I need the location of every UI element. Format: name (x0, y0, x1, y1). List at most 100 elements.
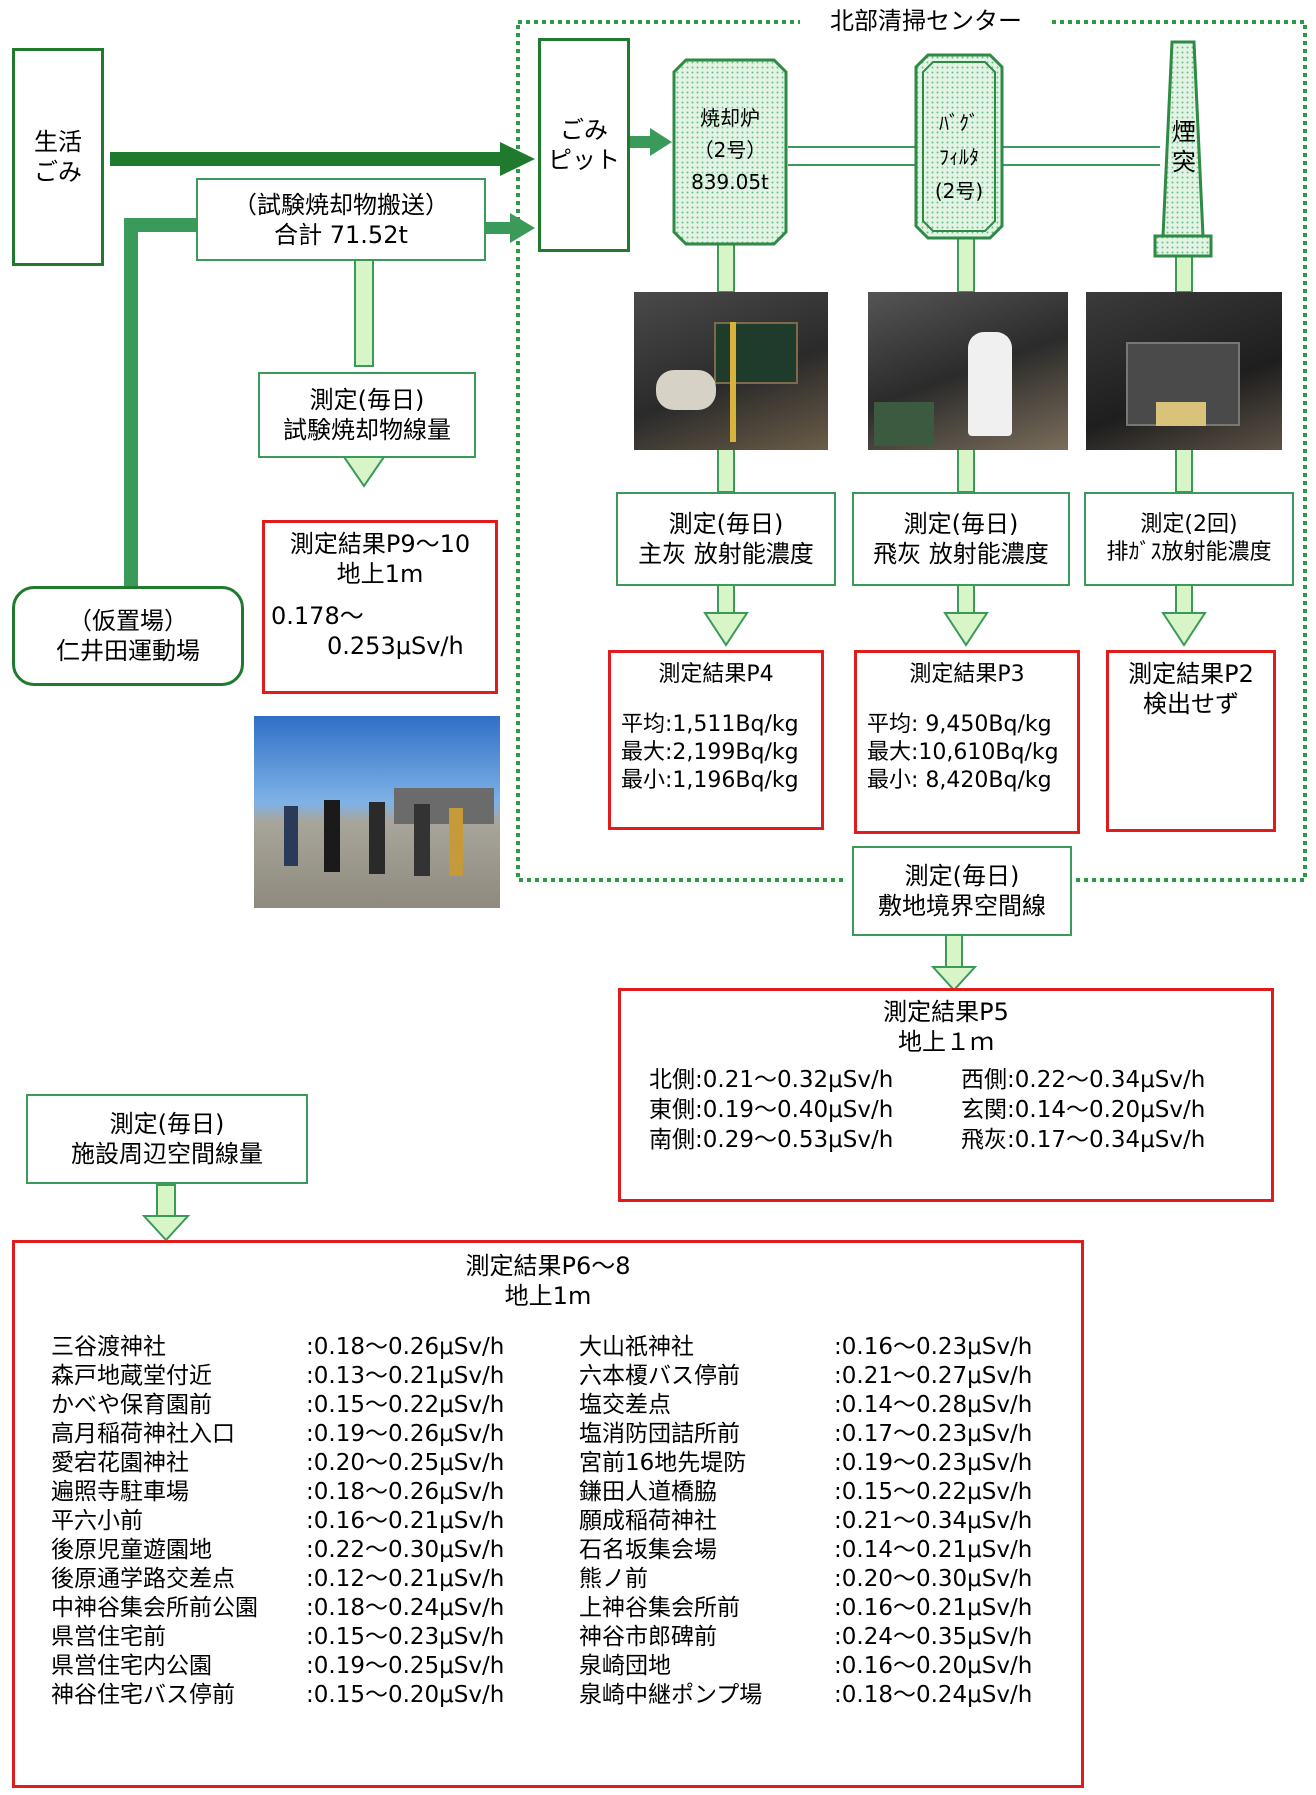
station-row: 愛宕花園神社:0.20～0.25μSv/h (51, 1449, 579, 1478)
result-p3-min: 最小: 8,420Bq/kg (867, 768, 1052, 793)
station-name: 後原通学路交差点 (51, 1566, 235, 1592)
center-title: 北部清掃センター (800, 6, 1052, 36)
station-row: 神谷住宅バス停前:0.15～0.20μSv/h (51, 1681, 579, 1710)
station-name: 県営住宅前 (51, 1624, 166, 1650)
station-row: 遍照寺駐車場:0.18～0.26μSv/h (51, 1478, 579, 1507)
station-name: 塩交差点 (579, 1392, 671, 1418)
station-dose-range: :0.21～0.27μSv/h (834, 1363, 1033, 1389)
station-dose-range: :0.15～0.22μSv/h (834, 1479, 1033, 1505)
station-dose-range: :0.14～0.28μSv/h (834, 1392, 1033, 1418)
station-dose-range: :0.21～0.34μSv/h (834, 1508, 1033, 1534)
result-p5-row: 南側:0.29～0.53μSv/h 飛灰:0.17～0.34μSv/h (649, 1125, 1271, 1155)
station-dose-range: :0.19～0.25μSv/h (306, 1653, 505, 1679)
station-row: 鎌田人道橋脇:0.15～0.22μSv/h (579, 1478, 1032, 1507)
measure-main-ash-line1: 測定(毎日) (668, 510, 784, 538)
center-enclosure (516, 20, 1307, 882)
living-garbage-line1: 生活 (34, 128, 82, 156)
result-incoming-title: 測定結果P9～10 (289, 530, 471, 558)
station-row: 後原児童遊園地 :0.22～0.30μSv/h (51, 1536, 579, 1565)
photo-exhaust-gas-sampling (1086, 292, 1282, 450)
station-row: 泉崎中継ポンプ場:0.18～0.24μSv/h (579, 1681, 1032, 1710)
station-name: 平六小前 (51, 1508, 143, 1534)
measure-gas-box: 測定(2回) 排ｶﾞｽ放射能濃度 (1084, 492, 1294, 586)
result-p5-cell: 玄関:0.14～0.20μSv/h (961, 1097, 1206, 1123)
station-name: 泉崎中継ポンプ場 (579, 1682, 763, 1708)
measure-boundary-line1: 測定(毎日) (904, 862, 1020, 890)
chimney-line1: 煙 (1172, 118, 1196, 146)
station-row: 願成稲荷神社 :0.21～0.34μSv/h (579, 1507, 1032, 1536)
station-row: 高月稲荷神社入口:0.19～0.26μSv/h (51, 1420, 579, 1449)
station-dose-range: :0.16～0.21μSv/h (306, 1508, 505, 1534)
measure-incoming-line2: 試験焼却物線量 (283, 416, 451, 444)
station-row: 塩消防団詰所前 :0.17～0.23μSv/h (579, 1420, 1032, 1449)
incinerator-line2: （2号） (693, 138, 767, 162)
photo-fly-ash-sampling (868, 292, 1068, 450)
station-dose-range: :0.16～0.20μSv/h (834, 1653, 1033, 1679)
result-p5-title: 測定結果P5 (883, 998, 1009, 1026)
living-garbage-line2: ごみ (34, 158, 82, 186)
station-name: 中神谷集会所前公園 (51, 1595, 258, 1621)
station-name: 神谷市郎碑前 (579, 1624, 717, 1650)
result-incoming-sub: 地上1m (336, 560, 424, 588)
station-dose-range: :0.12～0.21μSv/h (306, 1566, 505, 1592)
station-dose-range: :0.15～0.23μSv/h (306, 1624, 505, 1650)
station-row: 塩交差点 :0.14～0.28μSv/h (579, 1391, 1032, 1420)
incinerator-line1: 焼却炉 (700, 106, 760, 130)
result-p5-cell: 東側:0.19～0.40μSv/h (649, 1097, 894, 1123)
station-name: 森戸地蔵堂付近 (51, 1363, 212, 1389)
garbage-pit-box: ごみ ピット (538, 38, 630, 252)
measure-surround-line2: 施設周辺空間線量 (71, 1140, 263, 1168)
station-name: 愛宕花園神社 (51, 1450, 189, 1476)
pit-line2: ピット (548, 146, 620, 174)
result-p6-title: 測定結果P6～8 (465, 1252, 631, 1280)
station-row: 上神谷集会所前:0.16～0.21μSv/h (579, 1594, 1032, 1623)
station-dose-range: :0.22～0.30μSv/h (306, 1537, 505, 1563)
station-name: 石名坂集会場 (579, 1537, 717, 1563)
bagfilter-line3: (2号) (934, 179, 984, 203)
station-row: 神谷市郎碑前 :0.24～0.35μSv/h (579, 1623, 1032, 1652)
station-row: 後原通学路交差点 :0.12～0.21μSv/h (51, 1565, 579, 1594)
station-name: 上神谷集会所前 (579, 1595, 740, 1621)
station-name: 遍照寺駐車場 (51, 1479, 189, 1505)
result-p3-avg: 平均: 9,450Bq/kg (867, 712, 1052, 737)
station-name: 宮前16地先堤防 (579, 1450, 747, 1476)
station-dose-range: :0.14～0.21μSv/h (834, 1537, 1033, 1563)
station-name: 高月稲荷神社入口 (51, 1421, 235, 1447)
station-name: 泉崎団地 (579, 1653, 671, 1679)
station-dose-range: :0.24～0.35μSv/h (834, 1624, 1033, 1650)
result-p5-cell: 南側:0.29～0.53μSv/h (649, 1127, 894, 1153)
measure-surround-line1: 測定(毎日) (109, 1110, 225, 1138)
station-name: 願成稲荷神社 (579, 1508, 717, 1534)
measure-incoming-box: 測定(毎日) 試験焼却物線量 (258, 372, 476, 458)
station-row: 熊ノ前:0.20～0.30μSv/h (579, 1565, 1032, 1594)
station-row: 宮前16地先堤防 :0.19～0.23μSv/h (579, 1449, 1032, 1478)
station-dose-range: :0.19～0.23μSv/h (834, 1450, 1033, 1476)
station-name: 後原児童遊園地 (51, 1537, 212, 1563)
result-p5-cell: 飛灰:0.17～0.34μSv/h (961, 1127, 1206, 1153)
measure-main-ash-line2: 主灰 放射能濃度 (638, 540, 814, 568)
station-row: 石名坂集会場 :0.14～0.21μSv/h (579, 1536, 1032, 1565)
storage-flow-arrow (124, 218, 138, 586)
measure-incoming-line1: 測定(毎日) (309, 386, 425, 414)
measure-surround-box: 測定(毎日) 施設周辺空間線量 (26, 1094, 308, 1184)
station-row: 大山祇神社:0.16～0.23μSv/h (579, 1333, 1032, 1362)
storage-line2: 仁井田運動場 (56, 637, 200, 665)
photo-site-measurement (254, 716, 500, 908)
incinerator-label: 焼却炉 （2号） 839.05t (676, 80, 784, 220)
bagfilter-label: ﾊﾞｸﾞ ﾌｨﾙﾀ (2号) (918, 96, 1000, 218)
transport-line1: （試験焼却物搬送） (233, 190, 449, 219)
station-dose-range: :0.17～0.23μSv/h (834, 1421, 1033, 1447)
station-name: 熊ノ前 (579, 1566, 648, 1592)
storage-line1: （仮置場） (68, 607, 188, 635)
result-p4-min: 最小:1,196Bq/kg (621, 768, 799, 793)
station-name: 塩消防団詰所前 (579, 1421, 740, 1447)
result-p4-title: 測定結果P4 (658, 662, 774, 687)
photo-main-ash-sampling (634, 292, 828, 450)
station-name: かべや保育園前 (51, 1392, 212, 1418)
result-incoming-box: 測定結果P9～10 地上1m 0.178～ 0.253μSv/h (262, 520, 498, 694)
